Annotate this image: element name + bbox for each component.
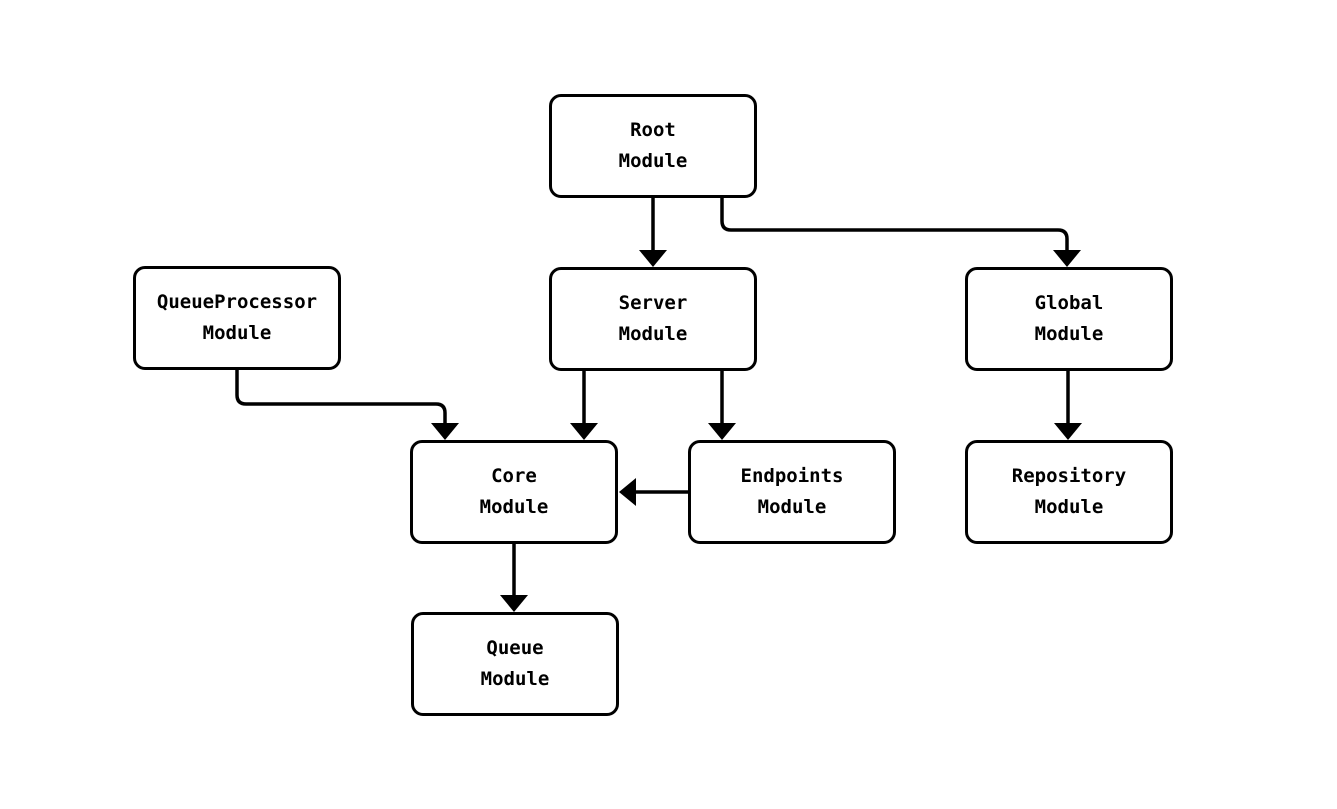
node-label-line: Global [1034, 292, 1104, 314]
arrowhead-server-to-core [570, 423, 598, 440]
node-server-module: Server Module [549, 267, 757, 371]
node-core-module: Core Module [410, 440, 618, 544]
node-label-line: Core [491, 465, 537, 487]
arrowhead-core-to-queue [500, 595, 528, 612]
node-root-module: Root Module [549, 94, 757, 198]
node-global-module: Global Module [965, 267, 1173, 371]
node-label-line: Module [618, 150, 688, 172]
node-label-line: Module [618, 323, 688, 345]
arrowhead-server-to-endpoints [708, 423, 736, 440]
node-label-line: Root [630, 119, 676, 141]
arrowhead-global-to-repository [1054, 423, 1082, 440]
node-label-line: Queue [486, 637, 544, 659]
node-label-line: Module [757, 496, 827, 518]
node-repository-module: Repository Module [965, 440, 1173, 544]
node-label-line: Module [1034, 496, 1104, 518]
edge-root-to-global [720, 198, 1069, 252]
node-label-line: QueueProcessor [156, 291, 318, 313]
node-label-line: Module [202, 322, 272, 344]
edge-queueprocessor-to-core [235, 370, 447, 425]
arrowhead-queueprocessor-to-core [431, 423, 459, 440]
arrowhead-root-to-server [639, 250, 667, 267]
node-queueprocessor-module: QueueProcessor Module [133, 266, 341, 370]
node-label-line: Server [618, 292, 688, 314]
arrowhead-root-to-global [1053, 250, 1081, 267]
node-label-line: Module [479, 496, 549, 518]
node-label-line: Repository [1011, 465, 1127, 487]
node-label-line: Module [1034, 323, 1104, 345]
node-label-line: Module [480, 668, 550, 690]
arrowhead-endpoints-to-core [619, 478, 636, 506]
node-queue-module: Queue Module [411, 612, 619, 716]
node-label-line: Endpoints [740, 465, 844, 487]
node-endpoints-module: Endpoints Module [688, 440, 896, 544]
